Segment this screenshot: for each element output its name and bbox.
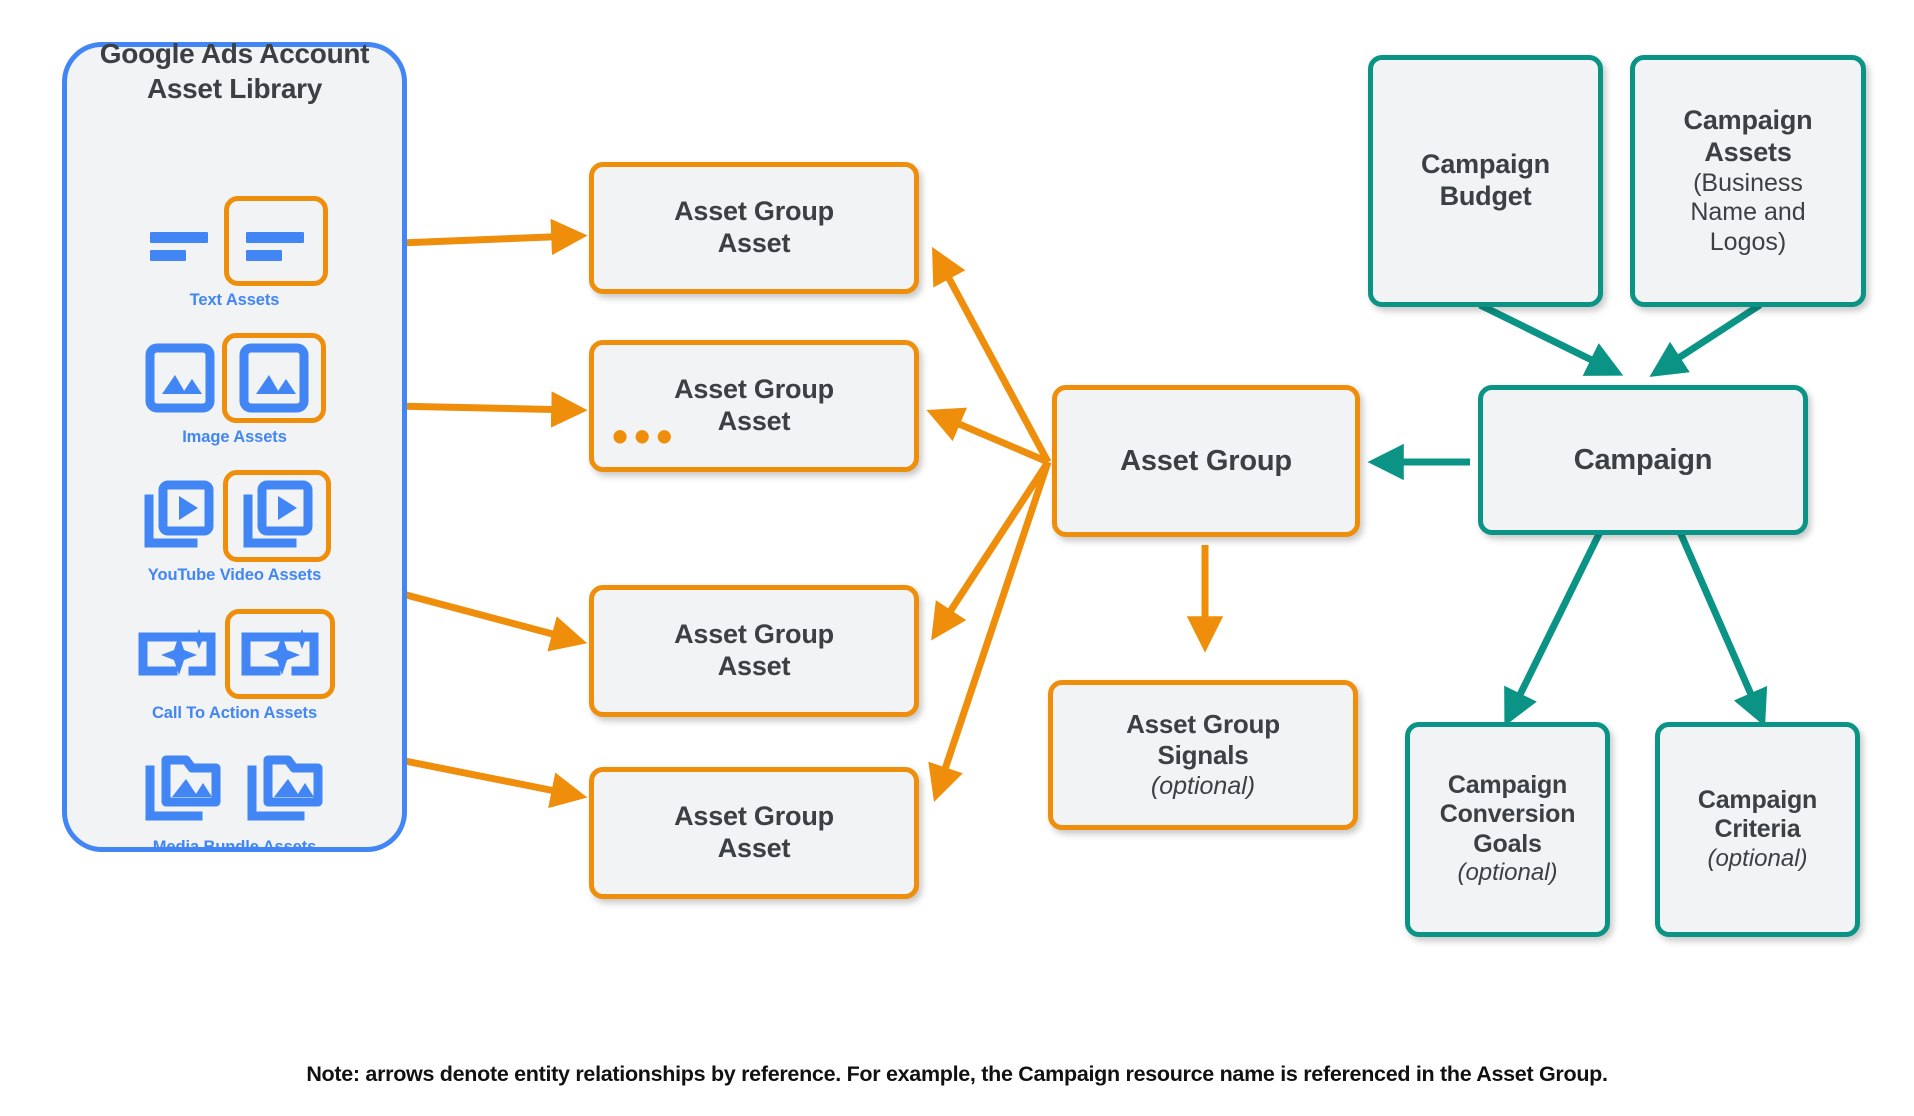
campaign-budget-line1: Campaign bbox=[1421, 149, 1550, 180]
text-asset-icon-highlighted[interactable] bbox=[223, 196, 328, 286]
campaign-edges bbox=[1367, 301, 1768, 727]
image-asset-icon-highlighted[interactable] bbox=[221, 333, 326, 423]
asset-group-asset-line2: Asset bbox=[717, 228, 791, 258]
campaign-box[interactable]: Campaign bbox=[1478, 385, 1808, 535]
asset-row-text[interactable]: Text Assets bbox=[62, 195, 407, 310]
campaign-assets-sub3: Logos) bbox=[1709, 227, 1787, 256]
campaign-assets-line1: Campaign bbox=[1683, 104, 1813, 135]
campaign-assets-box[interactable]: Campaign Assets (Business Name and Logos… bbox=[1630, 55, 1866, 307]
campaign-conversion-goals-optional: (optional) bbox=[1457, 859, 1558, 887]
campaign-criteria-line1: Campaign bbox=[1697, 785, 1818, 814]
asset-group-signals-line2: Signals bbox=[1157, 740, 1249, 770]
asset-group-asset-box-1[interactable]: Asset Group Asset bbox=[589, 162, 919, 294]
asset-group-signals-optional: (optional) bbox=[1150, 771, 1256, 800]
asset-group-asset-box-2[interactable]: Asset Group Asset bbox=[589, 340, 919, 472]
asset-group-asset-box-4[interactable]: Asset Group Asset bbox=[589, 767, 919, 899]
asset-library-panel bbox=[62, 42, 407, 852]
asset-group-label: Asset Group bbox=[1120, 444, 1292, 477]
youtube-video-asset-icon bbox=[139, 477, 217, 555]
campaign-criteria-optional: (optional) bbox=[1707, 844, 1808, 872]
asset-library-title: Google Ads Account Asset Library bbox=[62, 36, 407, 106]
asset-group-asset-line2: Asset bbox=[717, 406, 791, 436]
call-to-action-asset-icon-highlighted[interactable] bbox=[224, 609, 335, 699]
campaign-conversion-goals-line3: Goals bbox=[1473, 829, 1542, 858]
asset-group-signals-line1: Asset Group bbox=[1126, 709, 1280, 740]
asset-group-asset-line1: Asset Group bbox=[674, 801, 834, 832]
image-asset-icon bbox=[144, 342, 216, 414]
media-bundle-asset-icon-2 bbox=[244, 748, 328, 828]
asset-library-title-line2: Asset Library bbox=[146, 73, 323, 104]
campaign-conversion-goals-line2: Conversion bbox=[1439, 800, 1576, 829]
campaign-conversion-goals-line1: Campaign bbox=[1447, 770, 1568, 799]
campaign-criteria-line2: Criteria bbox=[1714, 815, 1801, 844]
campaign-assets-line2: Assets bbox=[1704, 136, 1792, 167]
footer-note: Note: arrows denote entity relationships… bbox=[306, 1062, 1608, 1086]
asset-library-title-line1: Google Ads Account bbox=[99, 38, 370, 69]
asset-group-asset-box-3[interactable]: Asset Group Asset bbox=[589, 585, 919, 717]
asset-group-to-assets-edges bbox=[926, 246, 1052, 802]
campaign-conversion-goals-box[interactable]: Campaign Conversion Goals (optional) bbox=[1405, 722, 1610, 937]
youtube-video-asset-icon-highlighted[interactable] bbox=[222, 470, 331, 562]
asset-row-label-image: Image Assets bbox=[182, 428, 287, 446]
asset-group-asset-line2: Asset bbox=[717, 651, 791, 681]
campaign-label: Campaign bbox=[1573, 443, 1713, 476]
asset-row-media-bundle[interactable]: Media Bundle Assets bbox=[62, 742, 407, 857]
asset-group-asset-line1: Asset Group bbox=[674, 619, 834, 650]
asset-row-youtube-video[interactable]: YouTube Video Assets bbox=[62, 470, 407, 585]
asset-row-label-media-bundle: Media Bundle Assets bbox=[152, 838, 317, 856]
asset-group-box[interactable]: Asset Group bbox=[1052, 385, 1360, 537]
campaign-assets-sub1: (Business bbox=[1693, 168, 1803, 197]
asset-group-asset-line1: Asset Group bbox=[674, 374, 834, 405]
asset-row-label-call-to-action: Call To Action Assets bbox=[151, 704, 318, 722]
campaign-budget-line2: Budget bbox=[1439, 181, 1532, 211]
campaign-budget-box[interactable]: Campaign Budget bbox=[1368, 55, 1603, 307]
campaign-assets-sub2: Name and bbox=[1690, 198, 1806, 227]
text-asset-icon bbox=[142, 210, 218, 272]
asset-group-signals-box[interactable]: Asset Group Signals (optional) bbox=[1048, 680, 1358, 830]
asset-row-call-to-action[interactable]: Call To Action Assets bbox=[62, 608, 407, 723]
asset-group-asset-line2: Asset bbox=[717, 833, 791, 863]
asset-row-label-youtube-video: YouTube Video Assets bbox=[147, 566, 322, 584]
ellipsis-indicator: ••• bbox=[612, 410, 679, 462]
asset-row-label-text: Text Assets bbox=[189, 291, 280, 309]
media-bundle-asset-icon bbox=[142, 748, 226, 828]
call-to-action-asset-icon bbox=[135, 623, 219, 685]
asset-row-image[interactable]: Image Assets bbox=[62, 332, 407, 447]
asset-group-asset-line1: Asset Group bbox=[674, 196, 834, 227]
campaign-criteria-box[interactable]: Campaign Criteria (optional) bbox=[1655, 722, 1860, 937]
